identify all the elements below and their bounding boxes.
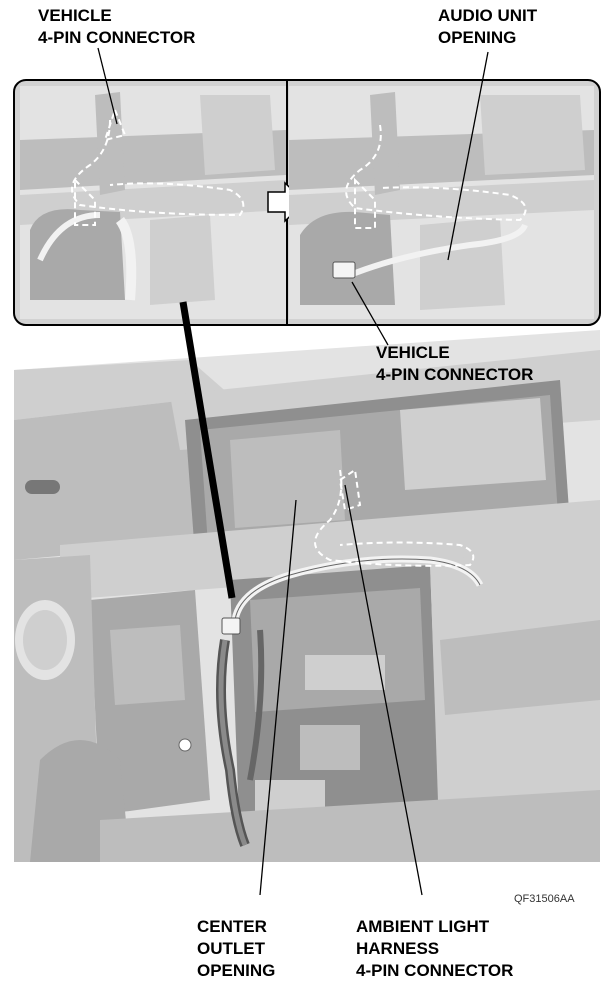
- dashboard-illustration: [14, 330, 600, 862]
- detail-view-after: [289, 86, 594, 319]
- label-bottom-left-line3: OPENING: [197, 961, 275, 980]
- label-top-left-line1: VEHICLE: [38, 6, 112, 25]
- label-top-left-line2: 4-PIN CONNECTOR: [38, 28, 195, 47]
- label-bottom-right-line2: HARNESS: [356, 939, 439, 958]
- label-mid-right-line2: 4-PIN CONNECTOR: [376, 365, 533, 384]
- leader-lines: [97, 47, 489, 896]
- label-top-right-line2: OPENING: [438, 28, 516, 47]
- connector-main-icon: [221, 617, 241, 635]
- label-bottom-left-line1: CENTER: [197, 917, 267, 936]
- label-top-left: VEHICLE 4-PIN CONNECTOR: [38, 6, 195, 47]
- connector-after-icon: [332, 261, 356, 279]
- label-bottom-left: CENTER OUTLET OPENING: [197, 917, 275, 980]
- detail-view-before: [20, 86, 286, 319]
- detail-inset: [13, 79, 601, 326]
- label-mid-right-line1: VEHICLE: [376, 343, 450, 362]
- label-top-right: AUDIO UNIT OPENING: [438, 6, 538, 47]
- figure-code: QF31506AA: [514, 893, 575, 905]
- label-top-right-line1: AUDIO UNIT: [438, 6, 538, 25]
- label-bottom-right: AMBIENT LIGHT HARNESS 4-PIN CONNECTOR: [356, 917, 513, 980]
- label-bottom-right-line3: 4-PIN CONNECTOR: [356, 961, 513, 980]
- label-bottom-left-line2: OUTLET: [197, 939, 266, 958]
- detail-pointer-line: [179, 301, 236, 599]
- label-mid-right: VEHICLE 4-PIN CONNECTOR: [376, 343, 533, 384]
- label-bottom-right-line1: AMBIENT LIGHT: [356, 917, 490, 936]
